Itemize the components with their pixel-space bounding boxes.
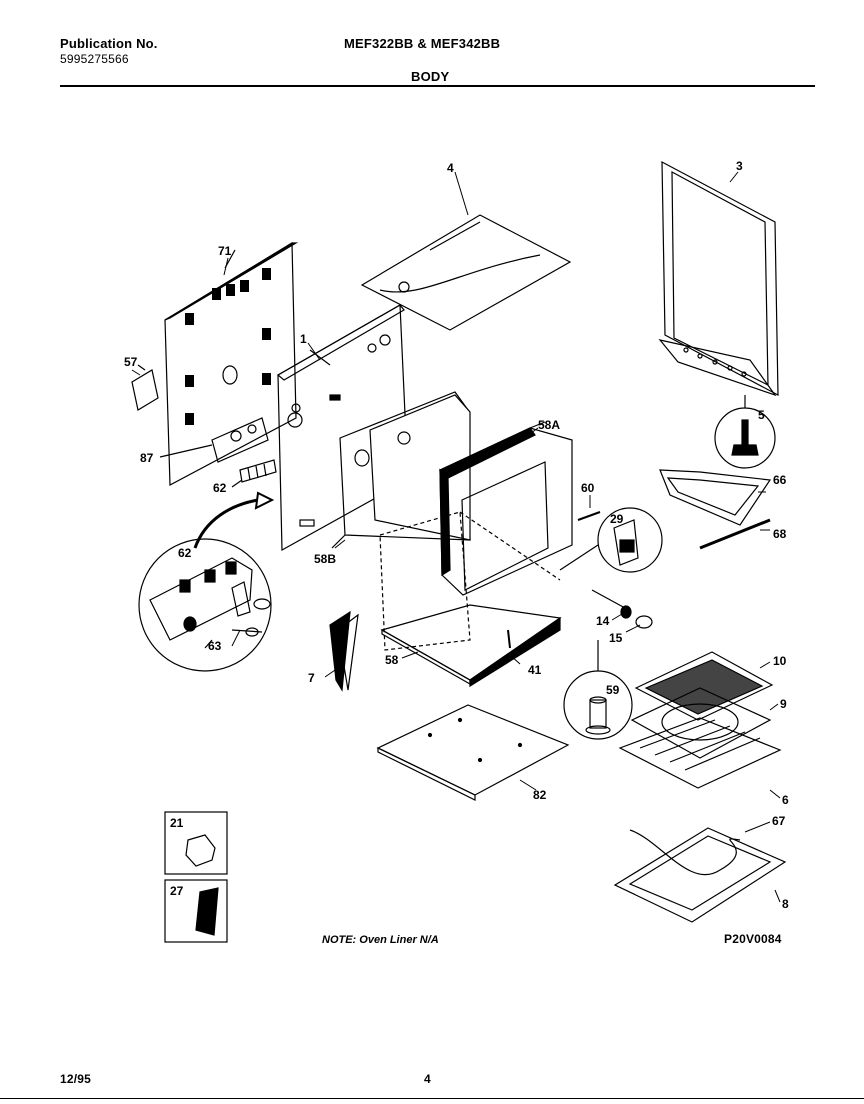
callout-63: 63 (208, 639, 222, 653)
callout-82: 82 (533, 788, 547, 802)
terminal-detail-callout (138, 538, 272, 672)
callout-21: 21 (170, 816, 184, 830)
callout-58b: 58B (314, 552, 337, 566)
bake-element-part (659, 469, 772, 526)
callout-3: 3 (736, 159, 743, 173)
callout-58a: 58A (538, 418, 561, 432)
publication-number: 5995275566 (60, 52, 129, 66)
callout-62-b: 62 (178, 546, 192, 560)
back-panel-part (164, 241, 299, 486)
callout-15: 15 (609, 631, 623, 645)
callout-6: 6 (782, 793, 789, 807)
broil-pan-part (630, 687, 772, 759)
callout-66: 66 (773, 473, 787, 487)
small-plate-part (131, 369, 159, 411)
callout-5: 5 (758, 408, 765, 422)
callout-leader-lines (131, 171, 781, 903)
page-number: 4 (424, 1072, 431, 1086)
callout-59: 59 (606, 683, 620, 697)
callout-27: 27 (170, 884, 184, 898)
front-frame-part (438, 421, 573, 596)
callout-58: 58 (385, 653, 399, 667)
drawing-id: P20V0084 (724, 932, 782, 946)
bottom-cover-part (376, 704, 570, 801)
publication-label: Publication No. (60, 36, 158, 51)
top-tray-part (360, 214, 572, 331)
terminal-bracket-part (159, 417, 269, 463)
bottom-panel-part (380, 604, 562, 688)
callout-41: 41 (528, 663, 542, 677)
top-frame-part (658, 160, 779, 397)
diagram-note: NOTE: Oven Liner N/A (322, 934, 439, 946)
oven-cavity-outline (379, 511, 561, 651)
footer-rule (0, 1098, 864, 1099)
model-numbers: MEF322BB & MEF342BB (344, 36, 501, 51)
bracket-part (329, 610, 359, 692)
callout-62-a: 62 (213, 481, 227, 495)
callout-87: 87 (140, 451, 154, 465)
leg-leveler-detail-callout (714, 407, 776, 469)
section-title: BODY (411, 69, 450, 84)
callout-14: 14 (596, 614, 610, 628)
oven-rack-part (618, 717, 782, 789)
callout-9: 9 (780, 697, 787, 711)
header-rule (60, 85, 815, 87)
callout-7: 7 (308, 671, 315, 685)
callout-57: 57 (124, 355, 138, 369)
callout-8: 8 (782, 897, 789, 911)
bottom-element-part (613, 827, 787, 923)
broil-pan-insert-part (634, 651, 774, 721)
callout-4: 4 (447, 161, 454, 175)
callout-67: 67 (772, 814, 786, 828)
callout-71: 71 (218, 244, 232, 258)
latch-detail-callout (597, 507, 663, 573)
callout-29: 29 (610, 512, 624, 526)
part-27-box (164, 879, 228, 943)
callout-68: 68 (773, 527, 787, 541)
terminal-block-part (231, 459, 277, 488)
callout-10: 10 (773, 654, 787, 668)
leveling-leg-detail-callout (563, 670, 633, 740)
callout-60: 60 (581, 481, 595, 495)
part-21-box (164, 811, 228, 875)
callout-1: 1 (300, 332, 307, 346)
footer-date: 12/95 (60, 1072, 92, 1086)
